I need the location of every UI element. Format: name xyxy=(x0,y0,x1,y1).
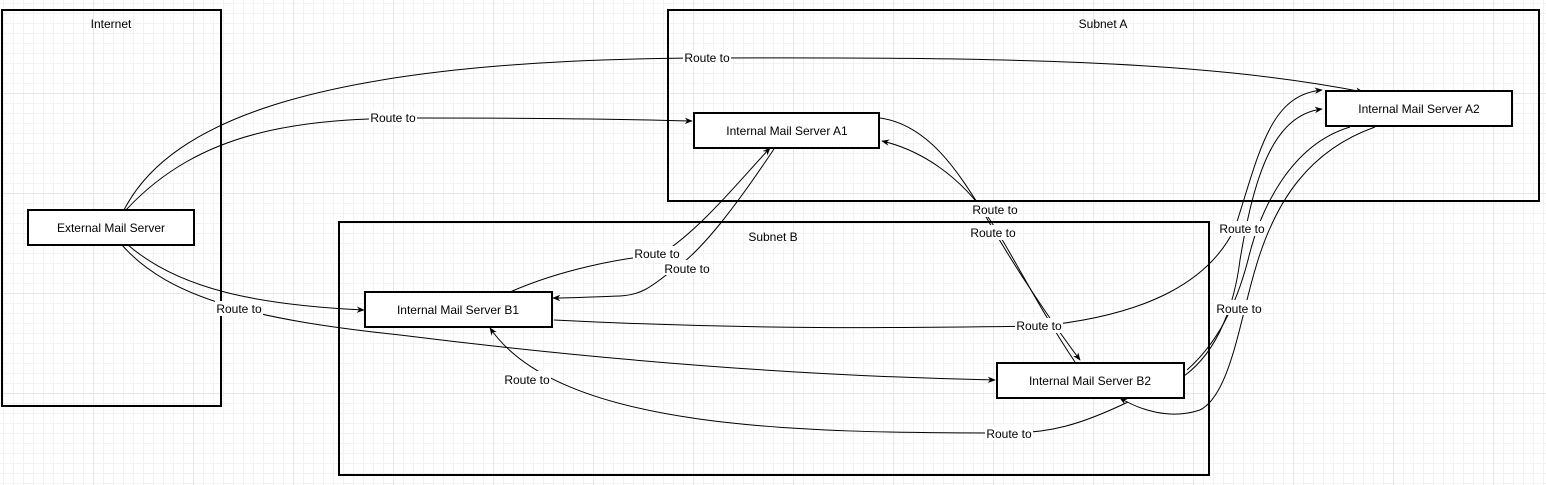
edge-a2-b2[interactable] xyxy=(1119,126,1376,415)
edge-b1-a2[interactable] xyxy=(553,87,1323,329)
edge-label-ext-a1: Route to xyxy=(370,111,416,125)
edge-a1-b1[interactable] xyxy=(552,148,775,302)
edge-ext-b1[interactable] xyxy=(127,244,365,313)
group-subnet-a-label: Subnet A xyxy=(1079,17,1128,31)
node-internal-mail-server-b2-label: Internal Mail Server B2 xyxy=(1029,374,1151,388)
edge-a2-b2-return[interactable] xyxy=(1186,126,1351,371)
edge-label-b2-b1-bottom: Route to xyxy=(986,427,1032,441)
group-internet-label: Internet xyxy=(91,17,132,31)
edge-ext-a1[interactable] xyxy=(125,117,693,211)
edge-b2-b1[interactable] xyxy=(489,327,1129,434)
edge-label-b1-a2: Route to xyxy=(1016,319,1062,333)
node-internal-mail-server-a1-label: Internal Mail Server A1 xyxy=(726,124,848,138)
group-subnet-a-box[interactable] xyxy=(667,9,1540,202)
edge-labels: Route to Route to Route to Route to Rout… xyxy=(215,50,1266,441)
edge-ext-b2[interactable] xyxy=(121,244,996,384)
node-internal-mail-server-a2[interactable]: Internal Mail Server A2 xyxy=(1325,90,1513,127)
group-internet[interactable]: Internet xyxy=(1,9,222,407)
group-internet-box[interactable] xyxy=(1,9,222,407)
edge-label-ext-b1: Route to xyxy=(216,302,262,316)
node-internal-mail-server-b1[interactable]: Internal Mail Server B1 xyxy=(364,291,553,328)
edge-b2-a2[interactable] xyxy=(1183,106,1323,377)
edge-label-a2-b2: Route to xyxy=(1216,302,1262,316)
edge-label-b1-a1: Route to xyxy=(634,247,680,261)
group-subnet-a[interactable]: Subnet A xyxy=(667,9,1540,202)
node-internal-mail-server-a1[interactable]: Internal Mail Server A1 xyxy=(693,112,880,149)
group-subnet-b-box[interactable] xyxy=(338,221,1210,476)
node-external-mail-server-label: External Mail Server xyxy=(57,221,165,235)
edge-b2-a1[interactable] xyxy=(881,139,1076,363)
edge-label-b2-a1: Route to xyxy=(970,226,1016,240)
edge-label-a1-b2: Route to xyxy=(972,203,1018,217)
node-internal-mail-server-b2[interactable]: Internal Mail Server B2 xyxy=(996,362,1185,399)
edge-label-b2-a2: Route to xyxy=(1219,222,1265,236)
edge-label-a1-b1: Route to xyxy=(664,262,710,276)
edge-label-ext-a2: Route to xyxy=(684,51,730,65)
edge-label-b2-b1: Route to xyxy=(504,373,550,387)
node-internal-mail-server-a2-label: Internal Mail Server A2 xyxy=(1358,102,1480,116)
group-subnet-b-label: Subnet B xyxy=(748,230,797,244)
group-subnet-b[interactable]: Subnet B xyxy=(338,221,1210,476)
node-internal-mail-server-b1-label: Internal Mail Server B1 xyxy=(397,303,519,317)
node-external-mail-server[interactable]: External Mail Server xyxy=(27,209,195,246)
